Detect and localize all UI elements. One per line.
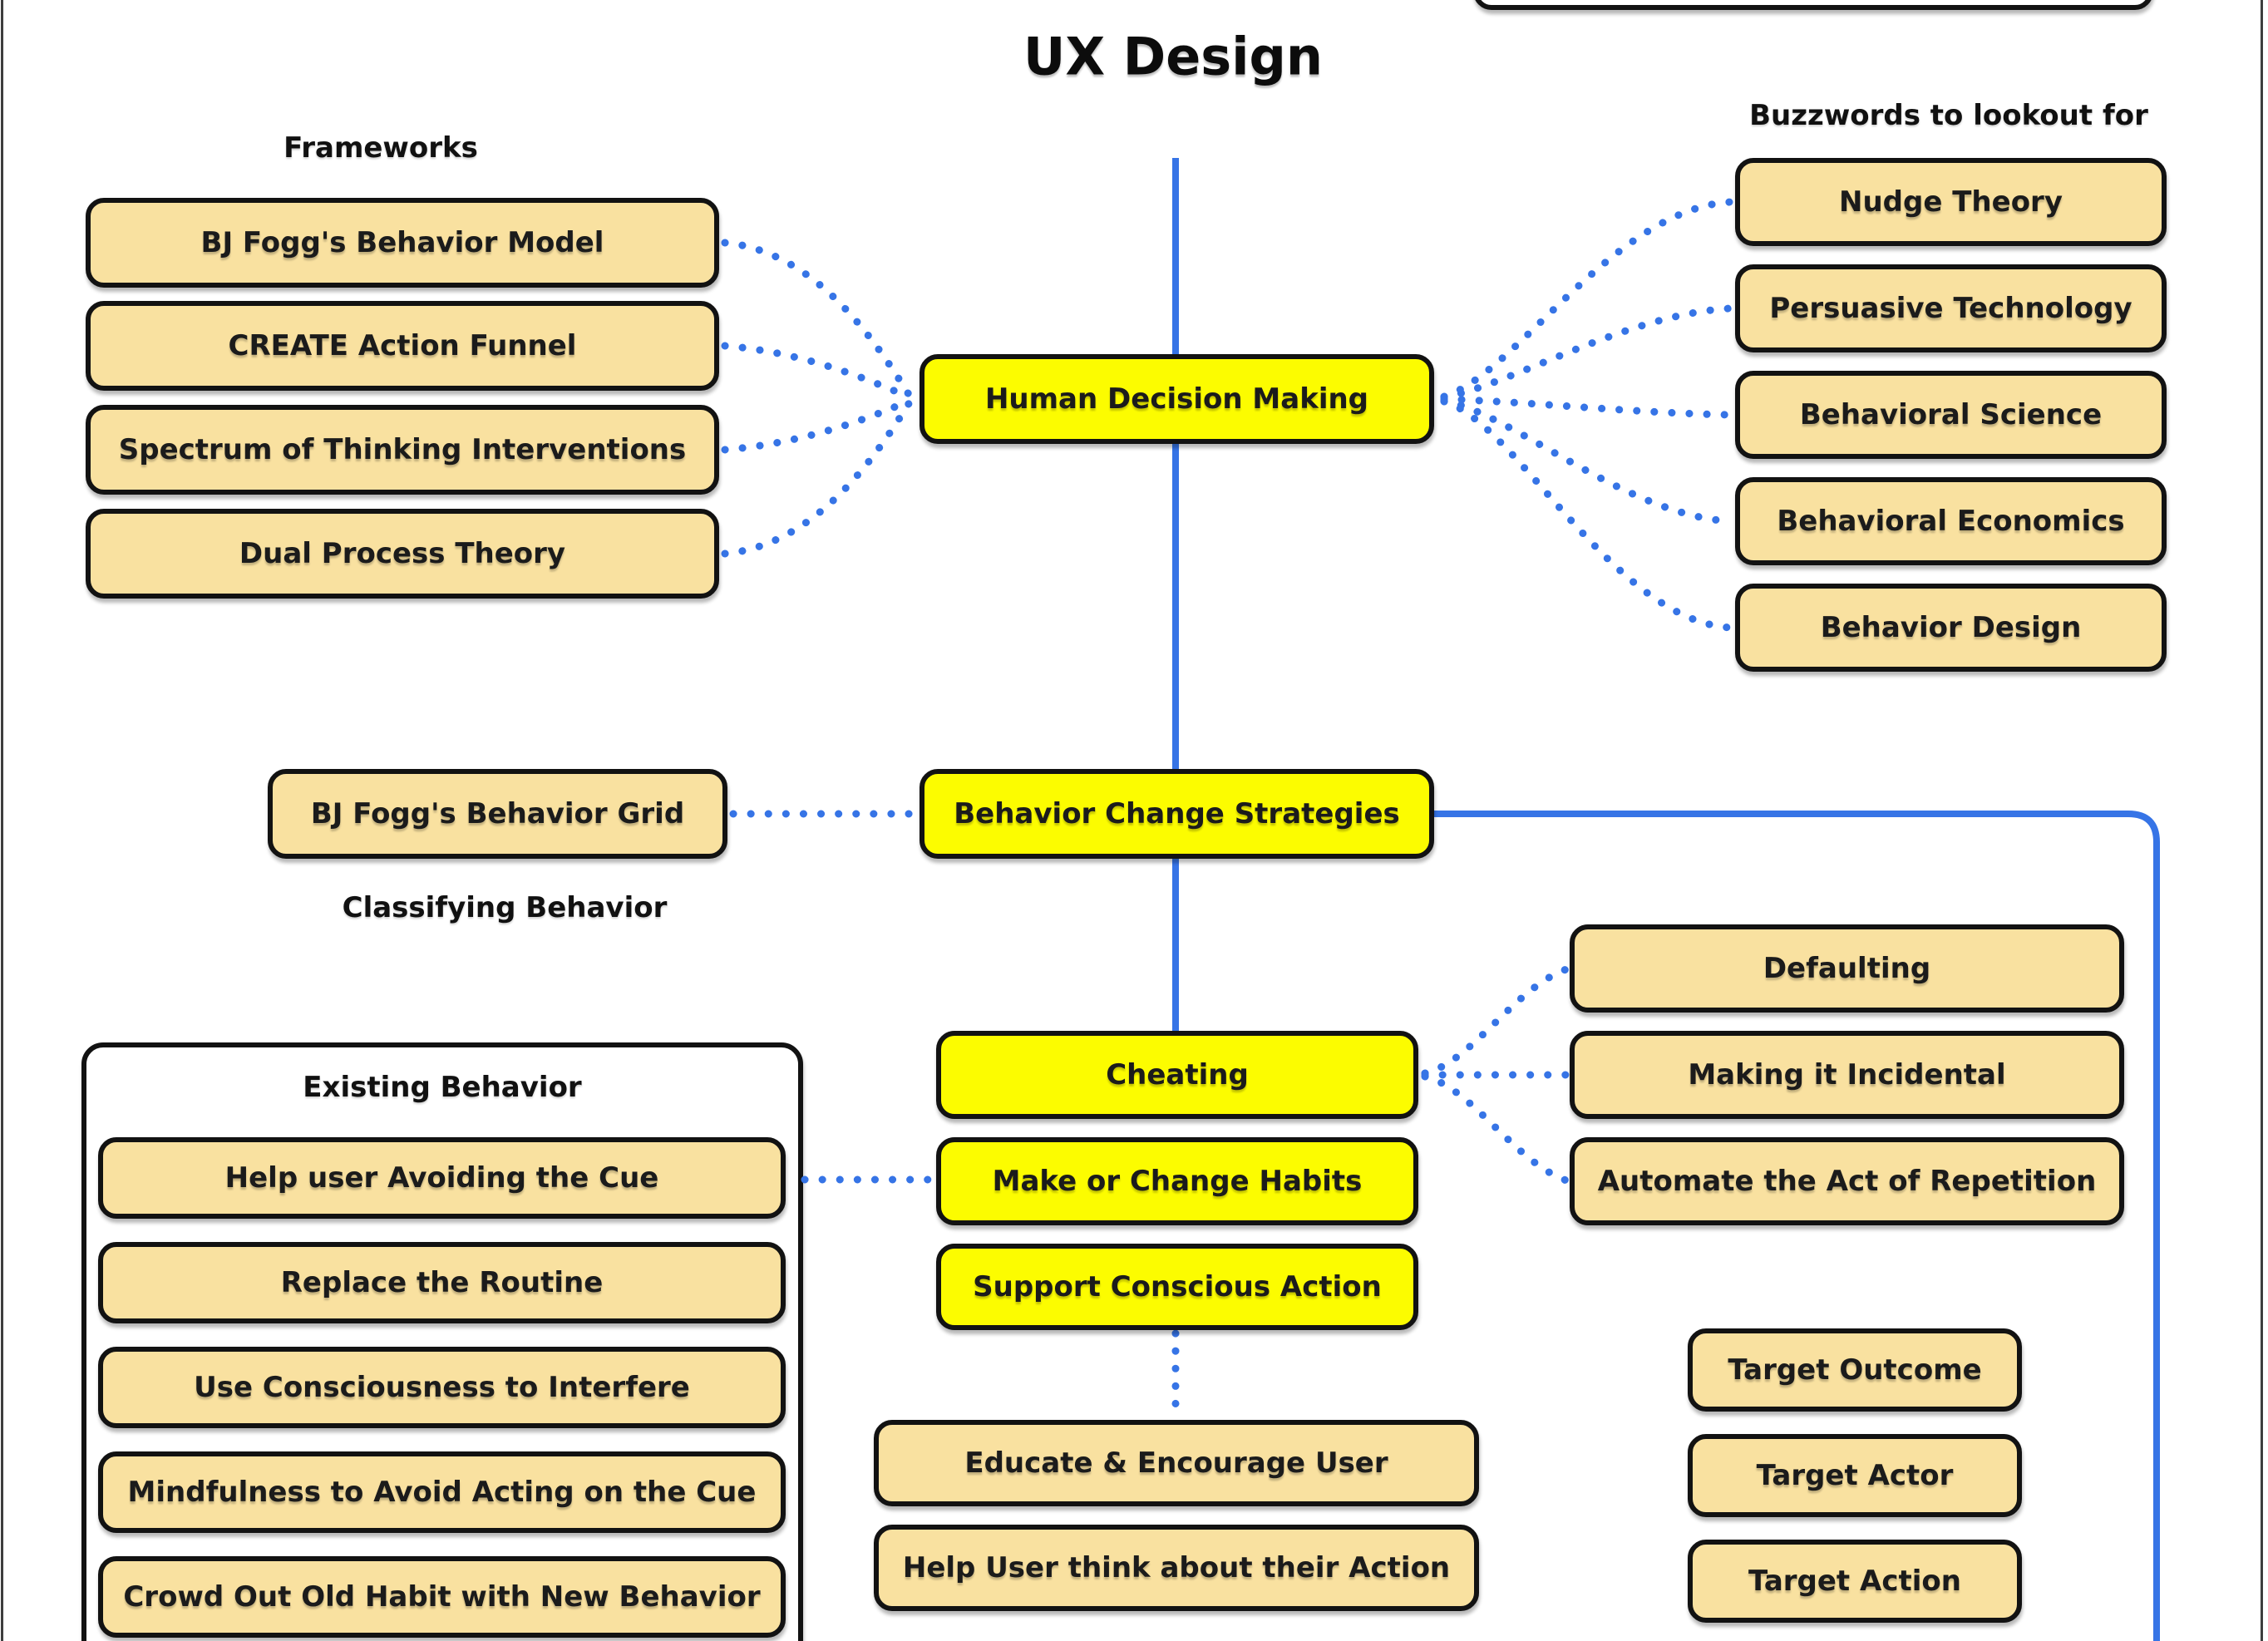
node-automate-the-act-of-repetition[interactable]: Automate the Act of Repetition — [1570, 1137, 2124, 1225]
link-fogg-model-to-decision — [721, 239, 914, 400]
node-mindfulness-to-avoid-acting-on-the-cue[interactable]: Mindfulness to Avoid Acting on the Cue — [98, 1451, 786, 1533]
existing-behavior-group-label: Existing Behavior — [303, 1071, 582, 1104]
node-label: Support Conscious Action — [973, 1270, 1382, 1303]
node-label: Make or Change Habits — [992, 1165, 1363, 1198]
link-decision-to-nudge — [1440, 198, 1734, 401]
node-use-consciousness-to-interfere[interactable]: Use Consciousness to Interfere — [98, 1347, 786, 1428]
node-label: Help user Avoiding the Cue — [224, 1161, 659, 1195]
node-target-outcome[interactable]: Target Outcome — [1688, 1328, 2022, 1412]
node-label: Making it Incidental — [1688, 1058, 2006, 1092]
node-behavior-design[interactable]: Behavior Design — [1735, 584, 2167, 672]
link-decision-to-behavioral-science — [1440, 395, 1734, 419]
node-target-action[interactable]: Target Action — [1688, 1540, 2022, 1623]
node-behavioral-economics[interactable]: Behavioral Economics — [1735, 477, 2167, 565]
link-cheating-to-defaulting — [1421, 965, 1570, 1077]
node-label: Use Consciousness to Interfere — [194, 1371, 690, 1404]
node-label: Target Actor — [1756, 1459, 1954, 1492]
link-decision-to-behavioral-economics — [1440, 397, 1734, 525]
node-label: Educate & Encourage User — [964, 1446, 1388, 1480]
link-cheating-to-automate — [1421, 1072, 1570, 1185]
node-label: Behavior Design — [1820, 611, 2082, 644]
node-label: Defaulting — [1763, 952, 1931, 985]
node-bj-foggs-behavior-grid[interactable]: BJ Fogg's Behavior Grid — [268, 769, 727, 859]
node-help-user-think-about-their-action[interactable]: Help User think about their Action — [874, 1525, 1479, 1611]
canvas-right-border — [2261, 0, 2263, 1641]
node-label: Spectrum of Thinking Interventions — [118, 433, 687, 466]
node-target-actor[interactable]: Target Actor — [1688, 1434, 2022, 1517]
node-label: Help User think about their Action — [902, 1551, 1451, 1584]
node-help-user-avoiding-the-cue[interactable]: Help user Avoiding the Cue — [98, 1137, 786, 1219]
canvas-left-border — [1, 0, 3, 1641]
node-label: Crowd Out Old Habit with New Behavior — [123, 1580, 761, 1614]
node-human-decision-making[interactable]: Human Decision Making — [920, 354, 1434, 444]
node-make-or-change-habits[interactable]: Make or Change Habits — [936, 1137, 1418, 1225]
node-label: Cheating — [1106, 1058, 1249, 1092]
node-label: BJ Fogg's Behavior Model — [200, 226, 604, 259]
node-label: Mindfulness to Avoid Acting on the Cue — [127, 1476, 757, 1509]
link-decision-to-behavior-design — [1440, 397, 1734, 632]
classifying-section-label: Classifying Behavior — [342, 891, 668, 924]
solid-branch-lines — [1172, 158, 2160, 1641]
link-dual-process-to-decision — [721, 398, 914, 558]
node-label: Behavioral Science — [1799, 398, 2103, 431]
node-persuasive-technology[interactable]: Persuasive Technology — [1735, 264, 2167, 352]
node-behavior-change-strategies[interactable]: Behavior Change Strategies — [920, 769, 1434, 859]
link-decision-to-persuasive — [1440, 304, 1734, 402]
node-nudge-theory[interactable]: Nudge Theory — [1735, 158, 2167, 246]
dotted-association-lines — [721, 198, 1734, 1419]
node-label: Nudge Theory — [1839, 185, 2063, 219]
node-making-it-incidental[interactable]: Making it Incidental — [1570, 1031, 2124, 1119]
node-label: Automate the Act of Repetition — [1597, 1165, 2097, 1198]
node-replace-the-routine[interactable]: Replace the Routine — [98, 1242, 786, 1323]
node-cheating[interactable]: Cheating — [936, 1031, 1418, 1119]
node-defaulting[interactable]: Defaulting — [1570, 924, 2124, 1013]
node-label: BJ Fogg's Behavior Grid — [310, 797, 685, 830]
link-spectrum-to-decision — [721, 397, 914, 454]
node-label: Replace the Routine — [280, 1266, 604, 1299]
cropped-top-node[interactable] — [1473, 0, 2153, 10]
node-label: Behavior Change Strategies — [954, 797, 1400, 830]
node-crowd-out-old-habit-with-new-behavior[interactable]: Crowd Out Old Habit with New Behavior — [98, 1556, 786, 1638]
node-bj-foggs-behavior-model[interactable]: BJ Fogg's Behavior Model — [86, 198, 719, 288]
frameworks-section-label: Frameworks — [284, 131, 478, 165]
node-label: Behavioral Economics — [1777, 505, 2125, 538]
node-dual-process-theory[interactable]: Dual Process Theory — [86, 509, 719, 599]
node-label: Persuasive Technology — [1769, 292, 2132, 325]
node-label: CREATE Action Funnel — [228, 329, 577, 362]
node-label: Target Outcome — [1728, 1353, 1982, 1387]
link-create-funnel-to-decision — [721, 342, 914, 402]
node-label: Human Decision Making — [984, 382, 1369, 416]
node-label: Dual Process Theory — [239, 537, 566, 570]
node-spectrum-of-thinking-interventions[interactable]: Spectrum of Thinking Interventions — [86, 405, 719, 495]
node-behavioral-science[interactable]: Behavioral Science — [1735, 371, 2167, 459]
page-title: UX Design — [1023, 26, 1323, 87]
node-label: Target Action — [1748, 1565, 1961, 1598]
node-create-action-funnel[interactable]: CREATE Action Funnel — [86, 301, 719, 391]
node-educate-and-encourage-user[interactable]: Educate & Encourage User — [874, 1420, 1479, 1506]
buzzwords-section-label: Buzzwords to lookout for — [1749, 99, 2148, 132]
node-support-conscious-action[interactable]: Support Conscious Action — [936, 1244, 1418, 1330]
branch-strategies-right-rail — [1434, 811, 2160, 1641]
